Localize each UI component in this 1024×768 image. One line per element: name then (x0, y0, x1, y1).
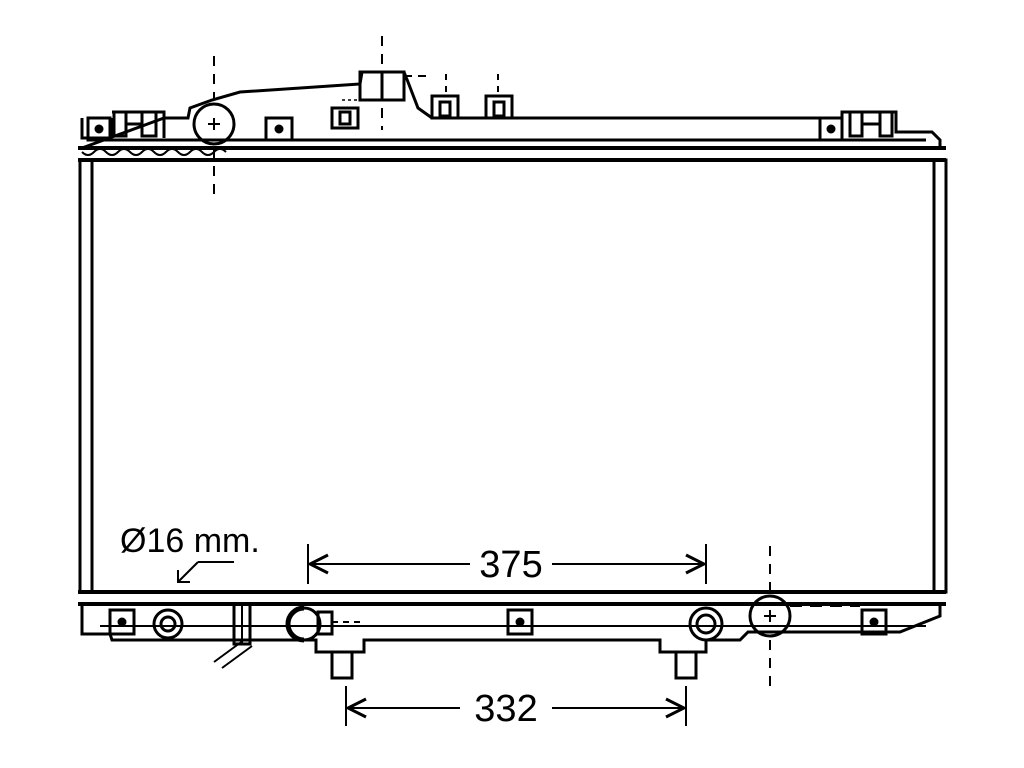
bottom-pin-right (674, 650, 698, 680)
cooler-fitting-left (285, 605, 360, 643)
top-clip-3 (484, 74, 514, 120)
top-clip-1 (330, 106, 360, 130)
top-inlet-pipe (192, 56, 236, 196)
top-mount-left (86, 116, 112, 142)
dimension-375 (307, 544, 707, 584)
bottom-mount-mid (506, 608, 534, 636)
oil-cooler-pipe (213, 602, 253, 669)
dimension-332 (345, 686, 687, 726)
bottom-tank (78, 590, 946, 654)
diameter-leader (177, 561, 234, 583)
cooler-fitting-right (688, 606, 724, 642)
bottom-mount-right (860, 608, 888, 636)
top-mount-right (818, 116, 844, 142)
bottom-outlet-pipe (748, 546, 860, 688)
dimension-332-label: 332 (474, 688, 537, 730)
drain-plug (152, 608, 184, 640)
top-center-bracket (342, 36, 430, 130)
top-clip-2 (430, 74, 460, 120)
top-left-stub (112, 110, 158, 138)
pipe-diameter-note: Ø16 mm. (120, 522, 260, 560)
dimension-375-label: 375 (479, 544, 542, 586)
bottom-pin-left (330, 650, 354, 680)
bottom-mount-left (108, 608, 136, 636)
top-mount-mid (264, 116, 294, 142)
top-right-stub (848, 110, 894, 138)
